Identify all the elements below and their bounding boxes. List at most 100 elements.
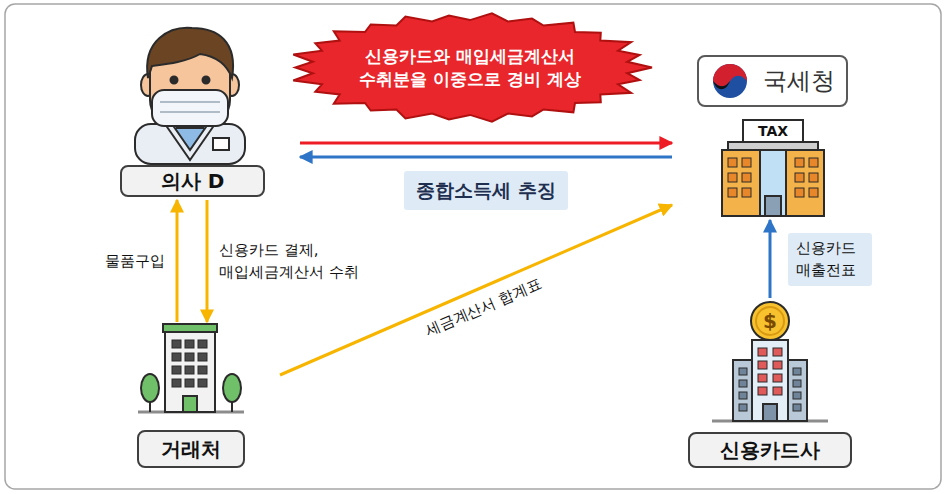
window-grid-part: [795, 188, 804, 197]
window-grid-part: [185, 353, 194, 361]
vendor-building: [138, 324, 244, 412]
burst-shape: [285, 10, 655, 125]
warning-burst: 신용카드와 매입세금계산서 수취분을 이중으로 경비 계상: [285, 10, 655, 125]
node-label: 의사 D: [161, 168, 225, 195]
vendor-building-part: [223, 374, 241, 402]
doctor-icon-part: [171, 77, 178, 84]
emblem-blue: [713, 64, 747, 98]
window-grid-part: [172, 379, 181, 387]
burst-outline: [293, 13, 652, 121]
edge-label: 신용카드 매출전표: [788, 233, 872, 286]
nts-building-part: [765, 196, 781, 216]
window-grid-part: [793, 380, 801, 387]
nts-building: [722, 120, 824, 216]
vendor-building-part: [165, 332, 215, 412]
window-grid-part: [773, 374, 782, 382]
warning-text: 신용카드와 매입세금계산서 수취분을 이중으로 경비 계상: [343, 45, 598, 89]
window-grid-part: [742, 158, 751, 167]
window-grid: [172, 340, 207, 387]
window-grid-part: [728, 158, 737, 167]
window-grid-part: [728, 173, 737, 182]
window-grid-part: [728, 188, 737, 197]
window-grid-part: [739, 404, 747, 411]
card-company-building-part: [756, 307, 784, 335]
window-grid-part: [198, 353, 207, 361]
window-grid-part: [758, 374, 767, 382]
card-company-building-part: [763, 404, 777, 421]
label-box: 거래처: [137, 430, 245, 468]
doctor-icon-part: [213, 138, 229, 150]
flow-arrow: [176, 200, 179, 322]
frame: [5, 4, 941, 489]
edge-label: 물품구입: [105, 250, 165, 273]
doctor-icon-part: [203, 77, 210, 84]
logo-box: 국세청: [697, 55, 848, 107]
window-grid-part: [739, 380, 747, 387]
node-label: 거래처: [161, 436, 221, 463]
label-box: 신용카드사: [688, 432, 852, 468]
doctor-icon-part: [135, 124, 245, 164]
vendor-building-part: [183, 396, 197, 412]
window-grid-part: [793, 404, 801, 411]
window-grid-part: [793, 368, 801, 375]
window-grid-part: [795, 158, 804, 167]
window-grid-part: [809, 188, 818, 197]
nts-building-part: [722, 150, 824, 216]
doctor-icon: [135, 28, 245, 164]
card-company-building-part: [751, 302, 789, 340]
window-grid-part: [742, 188, 751, 197]
node-label: 신용카드사: [720, 437, 820, 464]
window-grid-part: [172, 366, 181, 374]
window-grid-part: [742, 173, 751, 182]
window-grid-part: [758, 361, 767, 369]
label-box: 의사 D: [120, 165, 265, 197]
window-grid-part: [795, 173, 804, 182]
window-grid-part: [739, 392, 747, 399]
window-grid-part: [172, 340, 181, 348]
doctor-icon-part: [147, 28, 233, 78]
window-grid-part: [809, 173, 818, 182]
flow-arrow: [300, 156, 672, 159]
window-grid-part: [185, 379, 194, 387]
window-grid-part: [773, 348, 782, 356]
window-grid-part: [809, 158, 818, 167]
vendor-building-part: [141, 374, 159, 402]
window-grid-part: [198, 366, 207, 374]
window-grid-part: [185, 340, 194, 348]
card-company-building-part: [752, 340, 788, 421]
vendor-building-part: [163, 324, 217, 332]
flow-arrow: [206, 200, 209, 322]
flow-arrow: [769, 220, 772, 298]
flow-arrow: [280, 205, 672, 375]
emblem: [711, 62, 749, 100]
nts-building-part: [728, 142, 818, 150]
window-grid-part: [198, 379, 207, 387]
nts-building-part: [743, 120, 803, 142]
doctor-icon-part: [165, 124, 215, 160]
window-grid-part: [773, 387, 782, 395]
currency-symbol: $: [763, 311, 777, 331]
flow-arrow: [300, 142, 672, 145]
window-grid-part: [793, 392, 801, 399]
emblem-red: [713, 64, 747, 86]
window-grid-part: [739, 368, 747, 375]
emblem-black: [713, 81, 730, 89]
edge-label: 종합소득세 추징: [404, 171, 568, 210]
sign-text: TAX: [758, 124, 788, 138]
doctor-icon-part: [152, 90, 228, 126]
window-grid-part: [185, 366, 194, 374]
nts-building-part: [760, 150, 786, 216]
window-grid-part: [773, 361, 782, 369]
edge-label: 세금계산서 합계표: [422, 273, 545, 343]
window-grid: [728, 158, 818, 197]
card-company-building: [712, 302, 828, 421]
window-grid-part: [758, 348, 767, 356]
edge-label: 신용카드 결제, 매입세금계산서 수취: [219, 239, 379, 284]
person-label: 의사 D: [115, 25, 300, 200]
doctor-icon-part: [160, 102, 220, 112]
window-grid-part: [758, 387, 767, 395]
window-grid-part: [172, 353, 181, 361]
vendor-label: 거래처: [130, 322, 280, 470]
